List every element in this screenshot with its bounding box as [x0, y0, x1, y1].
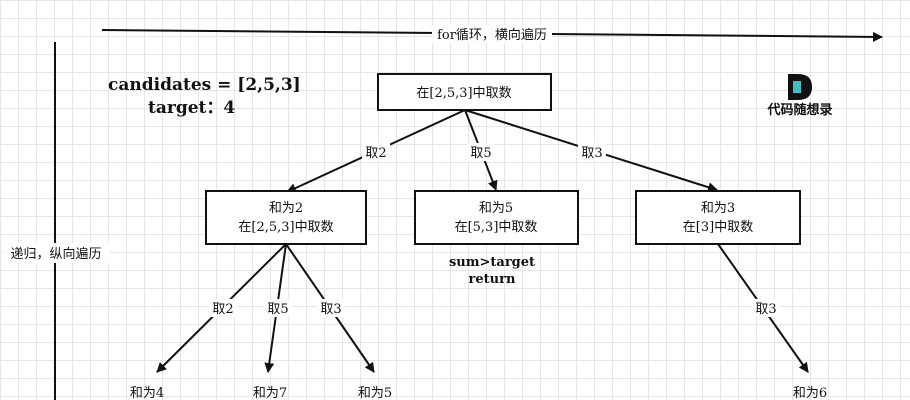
edge-label-take3: 取3 [581, 146, 602, 161]
edge-label-sum2-take5: 取5 [267, 302, 288, 317]
edge-label-sum3-take3: 取3 [755, 302, 776, 317]
horizontal-traversal-label: for循环，横向遍历 [437, 27, 547, 43]
edge-label-sum2-take3: 取3 [320, 302, 341, 317]
logo: D 代码随想录 [766, 74, 833, 118]
leaf-sum4: 和为4 [130, 386, 164, 400]
edge-label-sum2-take2: 取2 [212, 302, 233, 317]
edge-label-take5: 取5 [470, 146, 491, 161]
target-text: target：4 [148, 98, 235, 118]
node-sum3-line2: 在[3]中取数 [683, 220, 753, 235]
prune-note-condition: sum>target [449, 255, 535, 270]
node-sum5-line2: 在[5,3]中取数 [455, 220, 538, 235]
root-node [377, 73, 552, 111]
leaf-sum5: 和为5 [358, 386, 392, 400]
node-sum5-line1: 和为5 [479, 201, 513, 216]
edge-label-take2: 取2 [365, 146, 386, 161]
leaf-sum6: 和为6 [793, 386, 827, 400]
node-sum2-line2: 在[2,5,3]中取数 [238, 220, 333, 235]
vertical-traversal-label: 递归，纵向遍历 [10, 246, 101, 262]
prune-note-return: return [469, 272, 516, 287]
node-sum2 [205, 190, 367, 245]
root-node-label: 在[2,5,3]中取数 [416, 86, 511, 101]
node-sum2-line1: 和为2 [269, 201, 303, 216]
node-sum5 [414, 190, 579, 245]
logo-text: 代码随想录 [766, 102, 832, 118]
candidates-text: candidates = [2,5,3] [108, 75, 301, 95]
leaf-sum7: 和为7 [253, 386, 287, 400]
node-sum3-line1: 和为3 [701, 201, 735, 216]
node-sum3 [635, 190, 801, 245]
